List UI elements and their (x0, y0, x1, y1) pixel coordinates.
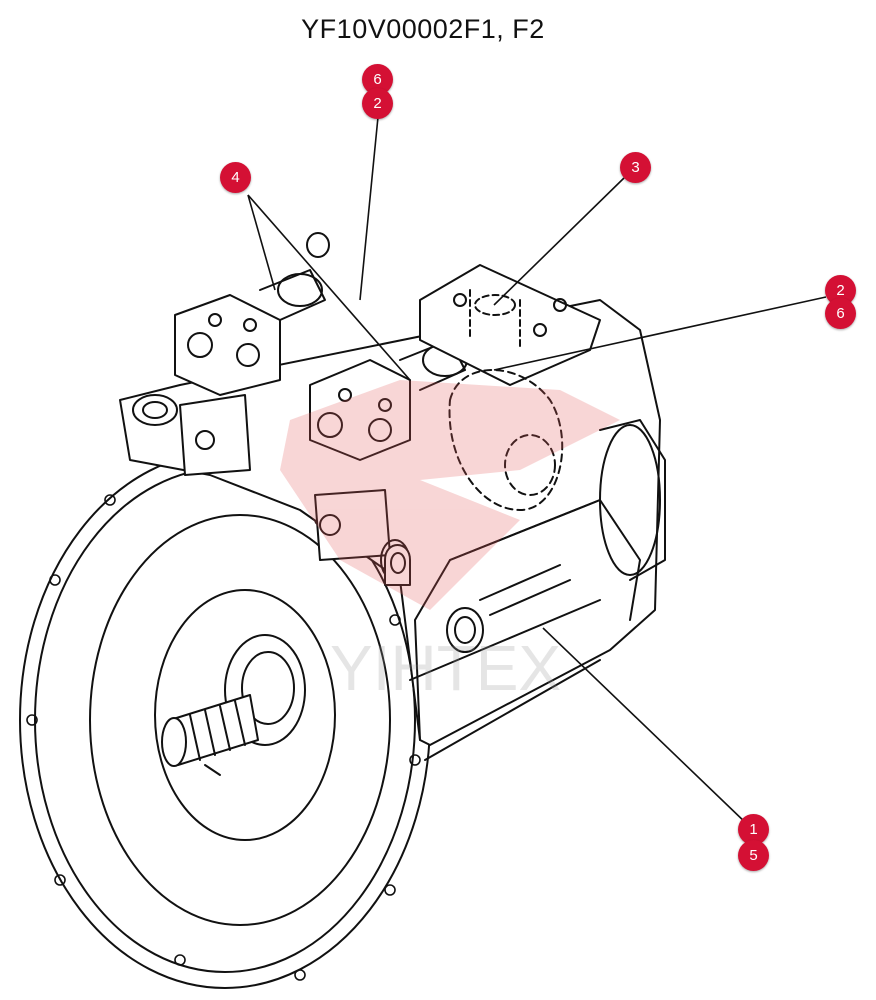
pump-body (119, 299, 666, 761)
leader-line-2-top (359, 116, 379, 301)
regulator-center (309, 339, 468, 581)
side-port (132, 394, 178, 426)
callout-3[interactable]: 3 (620, 152, 651, 183)
leader-line-4b (247, 194, 411, 381)
leader-line-4a (247, 194, 276, 291)
callout-2-top[interactable]: 2 (362, 88, 393, 119)
diagram-title: YF10V00002F1, F2 (301, 14, 545, 44)
callout-4[interactable]: 4 (220, 162, 251, 193)
leader-lines (247, 116, 827, 826)
leader-line-3 (493, 177, 625, 306)
callout-5[interactable]: 5 (738, 840, 769, 871)
watermark: YIHTEX (280, 380, 620, 704)
svg-text:YIHTEX: YIHTEX (330, 632, 561, 704)
leader-line-2-6-right (493, 296, 827, 371)
regulator-left (174, 269, 326, 476)
valve-block-top (419, 264, 601, 386)
callout-1[interactable]: 1 (738, 814, 769, 845)
drive-shaft (161, 694, 259, 776)
lifting-eyes (306, 232, 411, 586)
leader-line-1-5 (542, 627, 749, 826)
callout-6-right[interactable]: 6 (825, 298, 856, 329)
hidden-internal-parts (448, 369, 564, 511)
